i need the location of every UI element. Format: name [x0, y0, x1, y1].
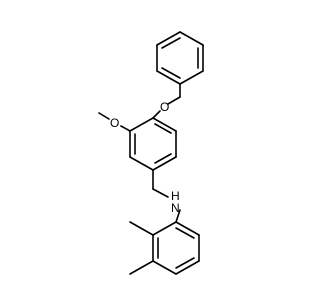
benzyl-phenyl-ring: [156, 31, 204, 85]
oxygen-ring-bond: [152, 110, 161, 119]
ring-methoxy-oxygen-bond: [120, 125, 131, 132]
central-benzene-ring: [129, 117, 177, 171]
methoxy-methyl-bond: [98, 112, 110, 120]
meta-methyl-bond: [129, 260, 154, 275]
ether-oxygen-label: O: [160, 100, 169, 114]
ortho-methyl-bond: [129, 221, 154, 236]
nitrogen-ring-bond: [175, 209, 181, 223]
ch2-oxygen-bond: [167, 96, 181, 105]
dimethylphenyl-ring: [152, 221, 200, 275]
molecule-structure: O O H N: [98, 31, 204, 275]
amine-nitrogen-label: N: [171, 201, 180, 215]
ch2-nitrogen-bond: [152, 188, 169, 198]
methoxy-oxygen-label: O: [110, 116, 119, 130]
amine-hydrogen-label: H: [171, 189, 180, 203]
